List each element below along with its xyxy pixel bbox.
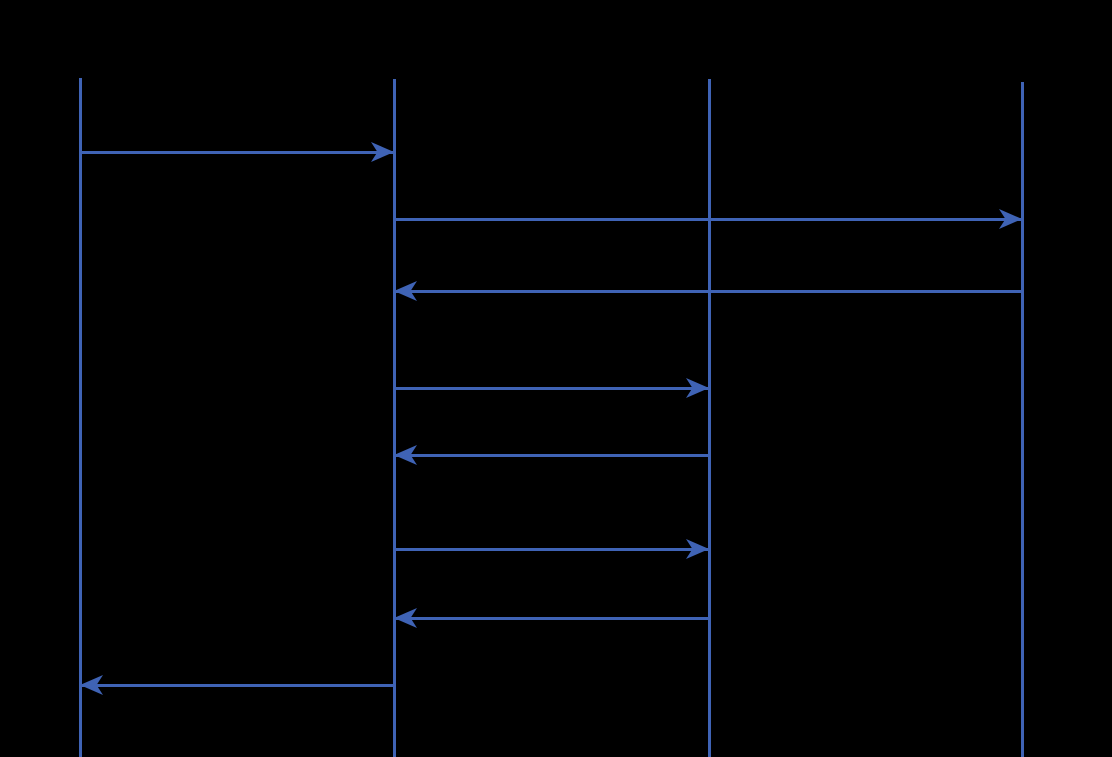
message-3-line — [394, 289, 1022, 293]
message-2-line — [394, 217, 1022, 221]
lifeline-4 — [1020, 82, 1024, 757]
message-6-line — [394, 547, 709, 551]
lifeline-2 — [392, 79, 396, 757]
message-8-line — [80, 683, 394, 687]
message-7-line — [394, 616, 709, 620]
message-5-line — [394, 453, 709, 457]
lifeline-1 — [78, 78, 82, 757]
message-4-line — [394, 386, 709, 390]
message-1-line — [80, 150, 394, 154]
lifeline-3 — [707, 79, 711, 757]
